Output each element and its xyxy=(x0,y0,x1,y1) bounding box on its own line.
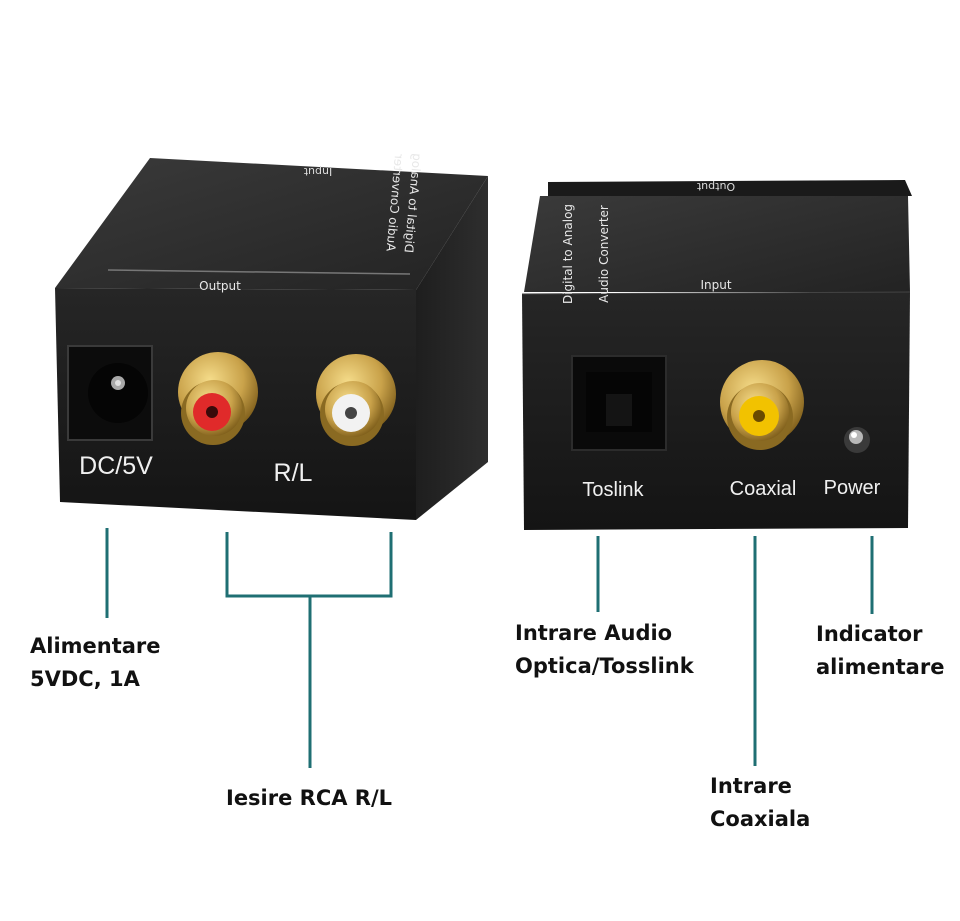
leader-lines xyxy=(105,528,874,768)
right-top-output-text: Output xyxy=(696,180,735,193)
left-device-side xyxy=(416,176,488,520)
right-input-label: Input xyxy=(700,278,731,292)
rca-red-jack[interactable] xyxy=(178,352,258,445)
callout-optical-input: Intrare Audio Optica/Tosslink xyxy=(515,621,694,678)
rl-label: R/L xyxy=(274,459,313,487)
coaxial-jack[interactable] xyxy=(720,360,804,450)
leader-line-rca-output xyxy=(225,532,393,598)
callout-rca-output: Iesire RCA R/L xyxy=(226,786,393,810)
toslink-label: Toslink xyxy=(582,479,644,501)
power-led xyxy=(844,427,870,453)
callout-coaxial-input: Intrare Coaxiala xyxy=(710,774,811,831)
left-top-input-text: Input xyxy=(303,165,332,178)
right-converter-device: Output Digital to Analog Audio Converter… xyxy=(521,180,912,530)
callout-power-indicator: Indicator alimentare xyxy=(816,622,945,679)
dc-5v-label: DC/5V xyxy=(79,452,153,480)
left-device-top xyxy=(55,158,488,290)
right-device-face xyxy=(522,292,910,530)
toslink-port[interactable] xyxy=(571,355,667,451)
left-converter-device: Digital to Analog Audio Converter Input … xyxy=(55,153,488,520)
right-top-title-1: Digital to Analog xyxy=(561,204,575,304)
callout-power-supply: Alimentare 5VDC, 1A xyxy=(30,634,161,691)
right-top-title-2: Audio Converter xyxy=(597,205,611,303)
rca-white-jack[interactable] xyxy=(316,354,396,446)
dc-power-jack[interactable] xyxy=(67,345,153,441)
power-label: Power xyxy=(824,477,881,499)
left-output-label: Output xyxy=(199,279,241,293)
coaxial-label: Coaxial xyxy=(730,478,797,500)
right-device-top xyxy=(524,196,910,292)
